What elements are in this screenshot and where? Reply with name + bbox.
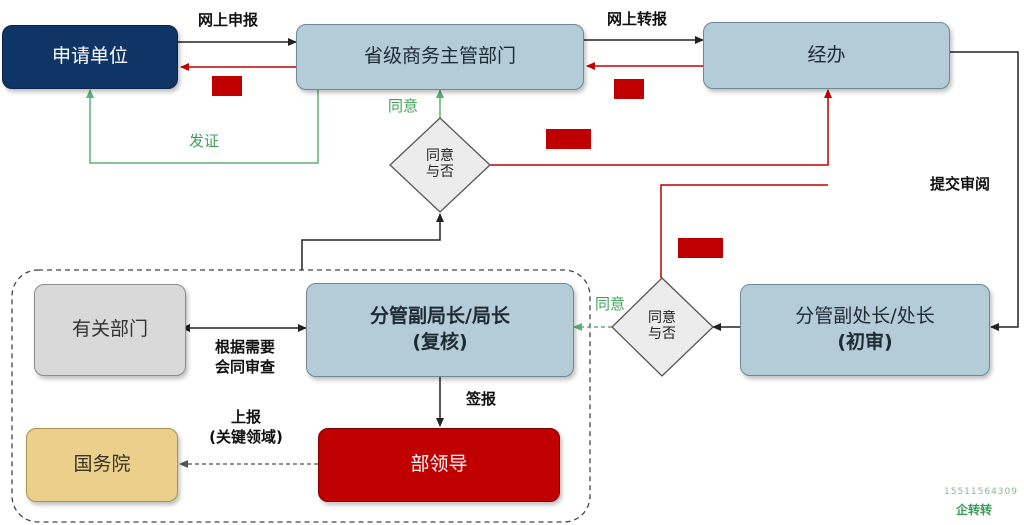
label-joint-review-line-2: 会同审查	[214, 357, 275, 376]
node-handler-label: 经办	[807, 43, 846, 66]
label-return-2: 退回	[614, 79, 645, 99]
decision-top-line-1: 同意	[426, 148, 454, 164]
label-disagree-top: 不同意	[546, 129, 592, 149]
edge-issue-cert	[86, 89, 319, 164]
node-state-council-label: 国务院	[73, 453, 131, 476]
edge-submit-review	[950, 51, 1019, 331]
node-director-general-sub: (复核)	[412, 331, 468, 353]
decision-diamond-bottom	[611, 277, 714, 377]
label-agree-bottom: 同意	[595, 295, 626, 313]
node-division-chief: 分管副处长/处长 (初审)	[740, 284, 990, 376]
node-applicant-label: 申请单位	[51, 45, 128, 68]
node-ministry-leader: 部领导	[318, 428, 560, 502]
label-report-up: 上报 (关键领域)	[198, 408, 294, 447]
label-return-1: 退回	[212, 76, 243, 96]
watermark-brand: 企转转	[956, 503, 993, 517]
node-division-chief-sub: (初审)	[837, 331, 893, 353]
decision-bottom-line-1: 同意	[648, 310, 676, 326]
node-director-general: 分管副局长/局长 (复核)	[306, 283, 574, 377]
label-disagree-bottom: 不同意	[678, 238, 724, 258]
decision-top-line-2: 与否	[426, 164, 454, 181]
node-ministry-leader-label: 部领导	[410, 453, 468, 476]
node-director-general-label: 分管副局长/局长	[370, 305, 510, 328]
node-provincial-dept: 省级商务主管部门	[296, 24, 584, 90]
watermark-number: 15511564309	[944, 487, 1018, 497]
label-issue-cert: 发证	[189, 132, 220, 150]
node-state-council: 国务院	[26, 428, 178, 502]
label-agree-top: 同意	[388, 97, 419, 115]
edge-group-to-decision	[301, 213, 444, 270]
edge-disagree-bottom	[660, 184, 828, 278]
node-provincial-dept-label: 省级商务主管部门	[363, 45, 516, 68]
decision-bottom-line-2: 与否	[648, 326, 676, 343]
label-sign-report: 签报	[466, 390, 497, 408]
label-online-apply: 网上申报	[198, 11, 259, 29]
label-submit-review: 提交审阅	[930, 175, 991, 193]
node-applicant: 申请单位	[2, 25, 178, 89]
node-related-dept-label: 有关部门	[71, 318, 148, 341]
decision-top-text: 同意 与否	[418, 148, 462, 180]
label-report-up-line-1: 上报	[230, 408, 261, 426]
label-online-forward: 网上转报	[607, 10, 668, 28]
review-group-boundary	[11, 269, 591, 523]
decision-bottom-text: 同意 与否	[640, 310, 684, 342]
node-handler: 经办	[703, 22, 950, 89]
label-joint-review-line-1: 根据需要	[214, 338, 275, 356]
label-joint-review: 根据需要 会同审查	[205, 338, 285, 377]
label-report-up-line-2: (关键领域)	[209, 427, 283, 446]
edge-disagree-top	[490, 89, 832, 166]
node-division-chief-label: 分管副处长/处长	[795, 305, 935, 328]
node-related-dept: 有关部门	[34, 284, 186, 376]
decision-diamond-top	[389, 117, 491, 213]
